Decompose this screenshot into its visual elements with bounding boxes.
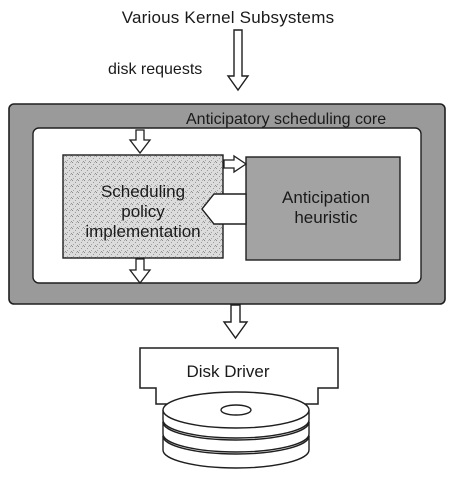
anticipation-line-1: Anticipation [282, 188, 370, 207]
scheduling-policy-line-2: policy [121, 202, 165, 221]
anticipation-heuristic-label: Anticipation heuristic [252, 188, 400, 228]
kernel-subsystems-label: Various Kernel Subsystems [121, 8, 335, 27]
anticipation-heuristic-box [245, 156, 401, 261]
arrow-core-to-driver [222, 304, 249, 340]
arrow-out-of-policy [128, 258, 152, 285]
arrow-policy-to-heuristic [223, 154, 248, 174]
disk-stack-icon [162, 391, 310, 469]
scheduling-policy-label: Scheduling policy implementation [63, 182, 223, 242]
disk-driver-shape [139, 347, 339, 405]
arrow-into-policy [128, 129, 152, 155]
scheduling-policy-line-3: implementation [85, 222, 201, 241]
anticipation-line-2: heuristic [294, 208, 358, 227]
scheduling-policy-box [62, 154, 224, 259]
arrow-kernel-to-core [226, 29, 250, 92]
scheduling-policy-line-1: Scheduling [100, 182, 186, 201]
disk-requests-label: disk requests [108, 61, 203, 78]
arrow-heuristic-to-policy [201, 193, 247, 225]
scheduling-core-title: Anticipatory scheduling core [186, 111, 387, 128]
disk-driver-label: Disk Driver [186, 362, 270, 381]
